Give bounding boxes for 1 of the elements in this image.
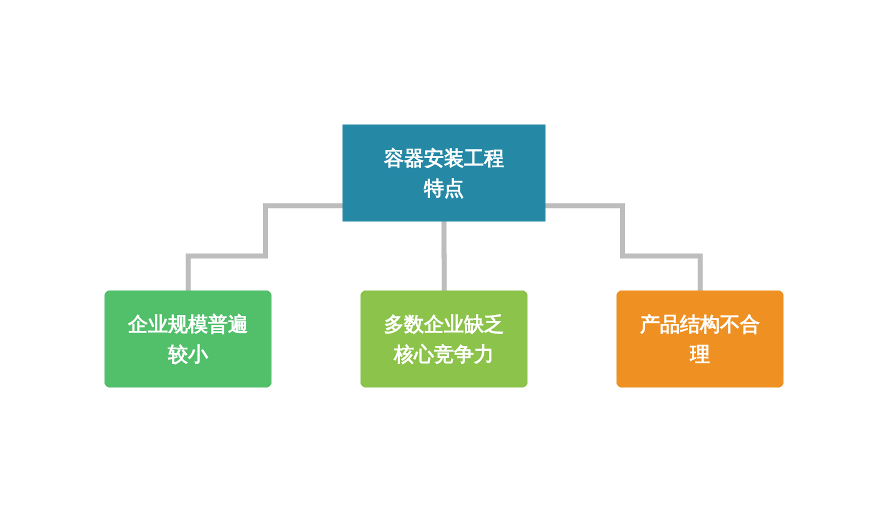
node-box: 容器安装工程特点 <box>342 124 545 222</box>
